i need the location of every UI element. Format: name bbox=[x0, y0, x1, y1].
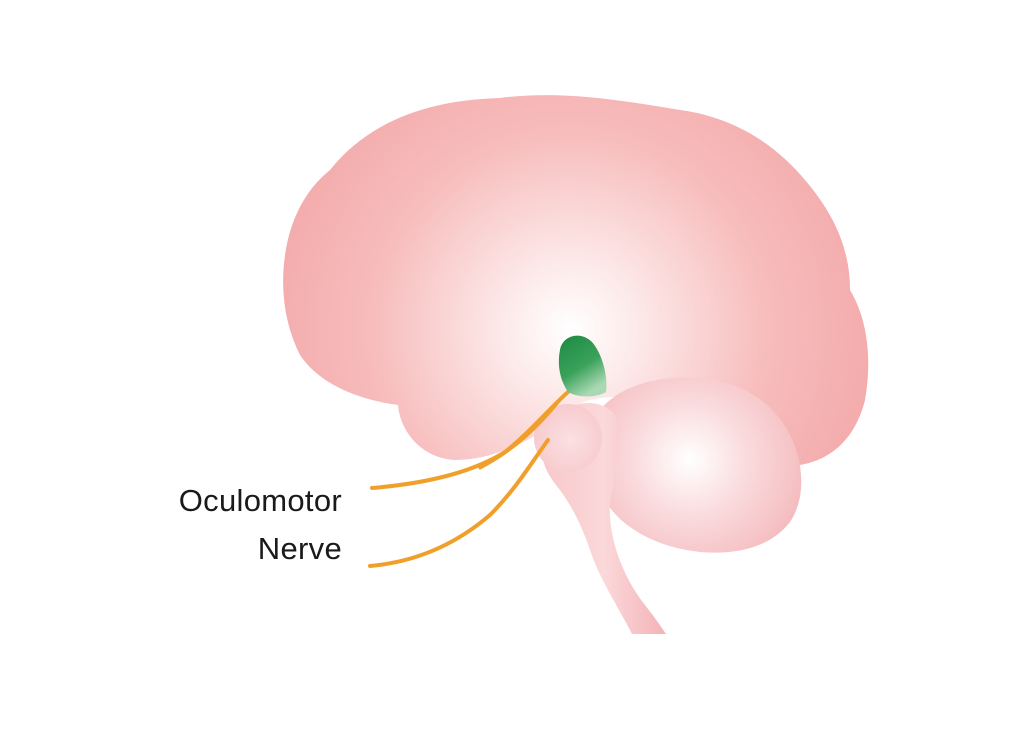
oculomotor-nerve-fibers bbox=[368, 390, 570, 568]
oculomotor-nucleus-highlight bbox=[558, 335, 607, 397]
cerebrum-shape bbox=[283, 95, 869, 470]
nerve-fiber-lower bbox=[368, 438, 550, 568]
nerve-label-line-1: Oculomotor bbox=[178, 483, 342, 518]
nerve-fiber-middle bbox=[478, 398, 562, 470]
pons-shape bbox=[534, 404, 602, 472]
cerebellum-shape bbox=[593, 377, 802, 553]
nerve-label-line-2: Nerve bbox=[257, 531, 342, 566]
